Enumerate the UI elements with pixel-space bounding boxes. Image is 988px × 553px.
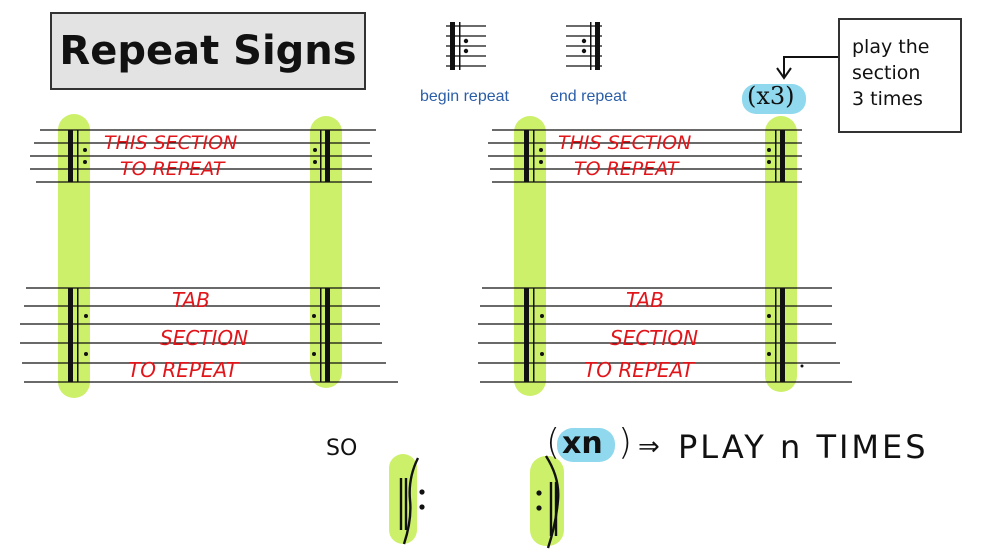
so-begin-dots [419, 489, 425, 510]
end-repeat-label: end repeat [550, 88, 627, 105]
highlight-end-right [765, 116, 797, 392]
xn-highlight [557, 428, 615, 462]
note-line-1: play the [852, 36, 930, 58]
highlight-begin-left [58, 114, 90, 398]
xn-text: xn [562, 426, 603, 461]
begin-repeat-left-tab [68, 288, 88, 382]
left-tab-text-3: TO REPEAT [128, 358, 238, 382]
right-top-text-2: TO REPEAT [574, 158, 679, 180]
left-tab-text-1: TAB [172, 288, 210, 312]
right-tab-text-1: TAB [626, 288, 664, 312]
staff-left-top [30, 129, 376, 183]
left-top-text-2: TO REPEAT [120, 158, 225, 180]
x3-highlight [742, 84, 806, 114]
end-repeat-left-top [313, 130, 330, 182]
note-box: play the section 3 times [838, 18, 962, 133]
highlight-begin-right [514, 116, 546, 396]
end-repeat-right-tab [767, 288, 804, 382]
begin-repeat-right-tab [524, 288, 544, 382]
arrow-to-x3-icon [776, 56, 838, 80]
begin-repeat-right-top [524, 130, 543, 182]
so-begin-repeat-sign [399, 457, 420, 545]
begin-repeat-left-top [68, 130, 87, 182]
left-top-text-1: THIS SECTION [104, 132, 238, 154]
title-box: Repeat Signs [50, 12, 366, 90]
repeat-count-badge: (x3) [747, 82, 795, 110]
page-title: Repeat Signs [59, 28, 357, 74]
play-n-times-text: PLAY n TIMES [678, 428, 929, 466]
end-repeat-right-top [767, 130, 785, 182]
so-end-repeat-sign [544, 455, 560, 549]
right-tab-text-3: TO REPEAT [584, 358, 694, 382]
tab-left [20, 287, 398, 383]
begin-repeat-icon [446, 22, 486, 70]
note-line-3: 3 times [852, 88, 923, 110]
right-top-text-1: THIS SECTION [558, 132, 692, 154]
highlight-end-left [310, 116, 342, 388]
begin-repeat-label: begin repeat [420, 88, 509, 105]
staff-right-top [488, 129, 802, 183]
so-label: SO [326, 436, 358, 461]
implies-arrow: ⇒ [638, 432, 660, 462]
end-repeat-left-tab [312, 288, 330, 382]
right-tab-text-2: SECTION [610, 326, 699, 350]
so-end-dots [536, 490, 542, 511]
tab-right [478, 287, 852, 383]
note-line-2: section [852, 62, 921, 84]
xn-open-paren: ( [546, 422, 561, 463]
left-tab-text-2: SECTION [160, 326, 249, 350]
end-repeat-icon [566, 22, 602, 70]
xn-close-paren: ) [618, 422, 633, 463]
